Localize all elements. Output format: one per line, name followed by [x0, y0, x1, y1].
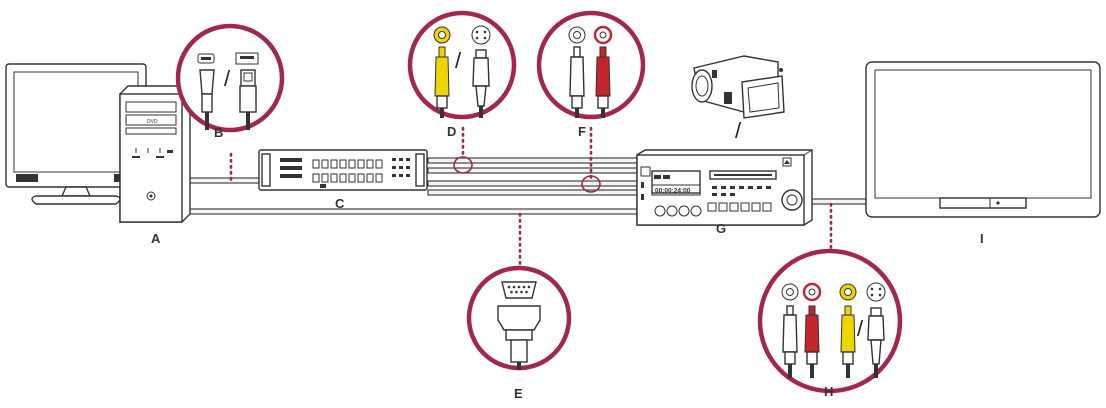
callout-d: [407, 10, 517, 120]
rca-audio-red-icon: [593, 25, 613, 118]
cable-breakout-to-deck-1: [427, 157, 639, 164]
rca-audio-red-icon: [802, 282, 822, 378]
composite-video-rca-icon: [839, 283, 857, 378]
separator-slash-camcorder: /: [735, 118, 742, 143]
label-b: B: [214, 125, 224, 140]
firewire-connector-icon: [197, 53, 215, 130]
cable-highlight-d: [453, 156, 473, 174]
cable-deck-to-tv: [809, 198, 867, 205]
cable-breakout-to-deck-4: [427, 189, 639, 196]
s-video-connector-icon: [471, 25, 491, 118]
svg-text:DVD: DVD: [147, 119, 158, 125]
separator-slash-b: /: [224, 66, 231, 91]
television: [865, 61, 1101, 218]
separator-slash-d: /: [455, 48, 462, 73]
rca-audio-white-icon: [568, 26, 586, 118]
label-c: C: [335, 196, 345, 211]
cable-breakout-to-deck-3: [427, 180, 639, 187]
breakout-box: [258, 149, 428, 191]
computer-tower: DVD: [119, 85, 191, 223]
label-g: G: [716, 221, 727, 236]
rca-audio-white-icon: [781, 283, 799, 378]
computer-monitor: [5, 63, 147, 205]
callout-e: [466, 265, 572, 371]
callout-f: [536, 10, 646, 120]
cable-computer-to-breakout: [186, 177, 260, 184]
callout-b: [175, 23, 285, 133]
callout-h: [757, 248, 903, 394]
label-e: E: [514, 386, 523, 401]
label-i: I: [980, 231, 984, 246]
label-d: D: [447, 124, 457, 139]
callout-leaders: [229, 126, 833, 268]
separator-slash-h: /: [857, 316, 864, 341]
label-a: A: [151, 231, 161, 246]
composite-video-rca-icon: [433, 26, 451, 118]
serial-db9-connector-icon: [497, 281, 541, 370]
usb-connector-icon: [235, 52, 259, 130]
cable-serial-computer-to-deck: [186, 208, 638, 215]
video-deck: 00:00:24:00: [636, 149, 813, 226]
label-f: F: [578, 124, 586, 139]
deck-timecode-display: 00:00:24:00: [655, 188, 691, 195]
camcorder: [691, 55, 785, 119]
s-video-connector-icon: [866, 282, 886, 378]
label-h: H: [824, 384, 834, 399]
